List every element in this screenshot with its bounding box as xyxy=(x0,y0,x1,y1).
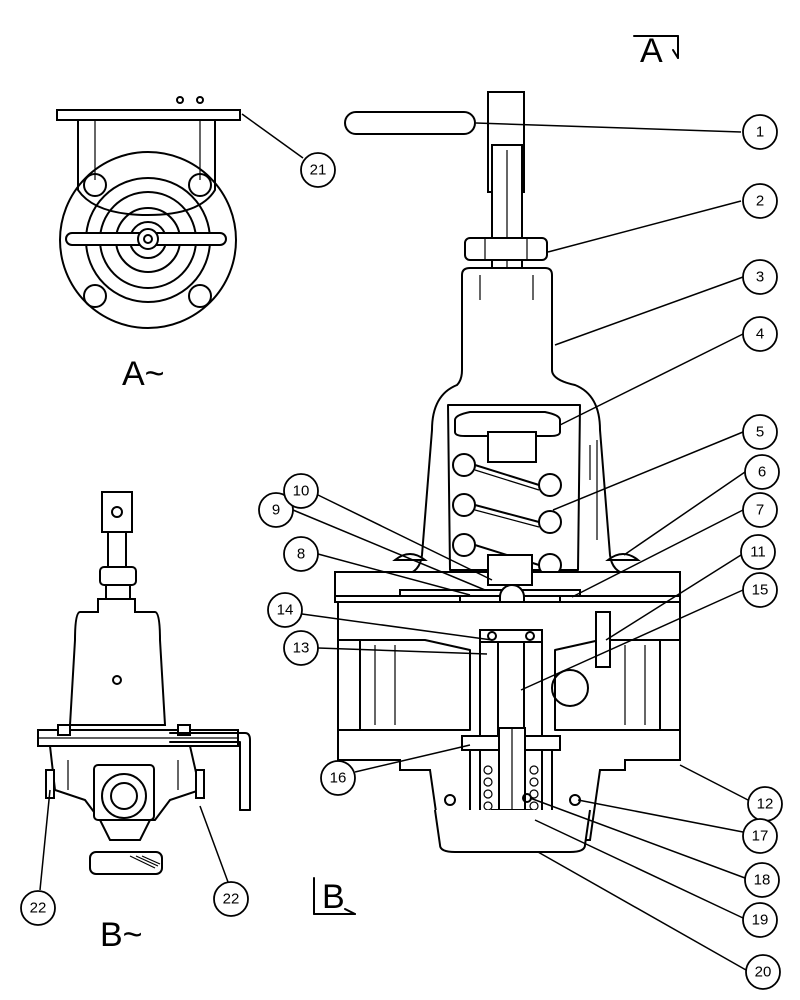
callout-label: 18 xyxy=(754,872,771,889)
callout-label: 21 xyxy=(310,162,327,179)
callout-label: 20 xyxy=(755,964,772,981)
view-a-title: A~ xyxy=(122,355,165,393)
callout-label: 8 xyxy=(297,546,305,563)
callout-19: 19 xyxy=(742,902,778,938)
callout-label: 22 xyxy=(30,900,47,917)
callout-21: 21 xyxy=(300,152,336,188)
leader-lines xyxy=(39,113,749,971)
callout-label: 22 xyxy=(223,891,240,908)
callout-label: 6 xyxy=(758,464,766,481)
callout-16: 16 xyxy=(320,760,356,796)
section-view-drawing xyxy=(334,91,681,853)
callout-4: 4 xyxy=(742,316,778,352)
callout-label: 13 xyxy=(293,640,310,657)
section-marker-a xyxy=(633,35,679,59)
callout-22-left: 22 xyxy=(20,890,56,926)
callout-5: 5 xyxy=(742,414,778,450)
callout-18: 18 xyxy=(744,862,780,898)
callout-8: 8 xyxy=(283,536,319,572)
callout-13: 13 xyxy=(283,630,319,666)
callout-label: 16 xyxy=(330,770,347,787)
section-a-label: A xyxy=(640,32,663,70)
callout-label: 14 xyxy=(277,602,294,619)
callout-label: 4 xyxy=(756,326,764,343)
callout-9: 9 xyxy=(258,492,294,528)
callout-label: 9 xyxy=(272,502,280,519)
callout-label: 5 xyxy=(756,424,764,441)
callout-15: 15 xyxy=(742,572,778,608)
callout-label: 19 xyxy=(752,912,769,929)
view-b-title: B~ xyxy=(100,916,143,954)
callout-label: 15 xyxy=(752,582,769,599)
callout-14: 14 xyxy=(267,592,303,628)
callout-label: 3 xyxy=(756,269,764,286)
callout-17: 17 xyxy=(742,818,778,854)
section-b-label: B xyxy=(322,878,345,916)
callouts: 1 2 3 4 5 6 7 8 9 10 11 12 13 14 15 16 1… xyxy=(20,114,783,990)
callout-3: 3 xyxy=(742,259,778,295)
callout-11: 11 xyxy=(740,534,776,570)
callout-label: 11 xyxy=(750,544,766,561)
callout-label: 2 xyxy=(756,193,764,210)
callout-label: 10 xyxy=(293,483,310,500)
callout-label: 1 xyxy=(756,124,764,141)
callout-12: 12 xyxy=(747,786,783,822)
callout-7: 7 xyxy=(742,492,778,528)
callout-label: 12 xyxy=(757,796,774,813)
callout-1: 1 xyxy=(742,114,778,150)
callout-6: 6 xyxy=(744,454,780,490)
callout-20: 20 xyxy=(745,954,781,990)
callout-2: 2 xyxy=(742,183,778,219)
view-a-drawing xyxy=(56,96,241,329)
callout-label: 7 xyxy=(756,502,764,519)
callout-label: 17 xyxy=(752,828,769,845)
callout-22-right: 22 xyxy=(213,881,249,917)
view-b-drawing xyxy=(37,491,251,875)
section-marker-b xyxy=(313,877,356,915)
callout-10: 10 xyxy=(283,473,319,509)
